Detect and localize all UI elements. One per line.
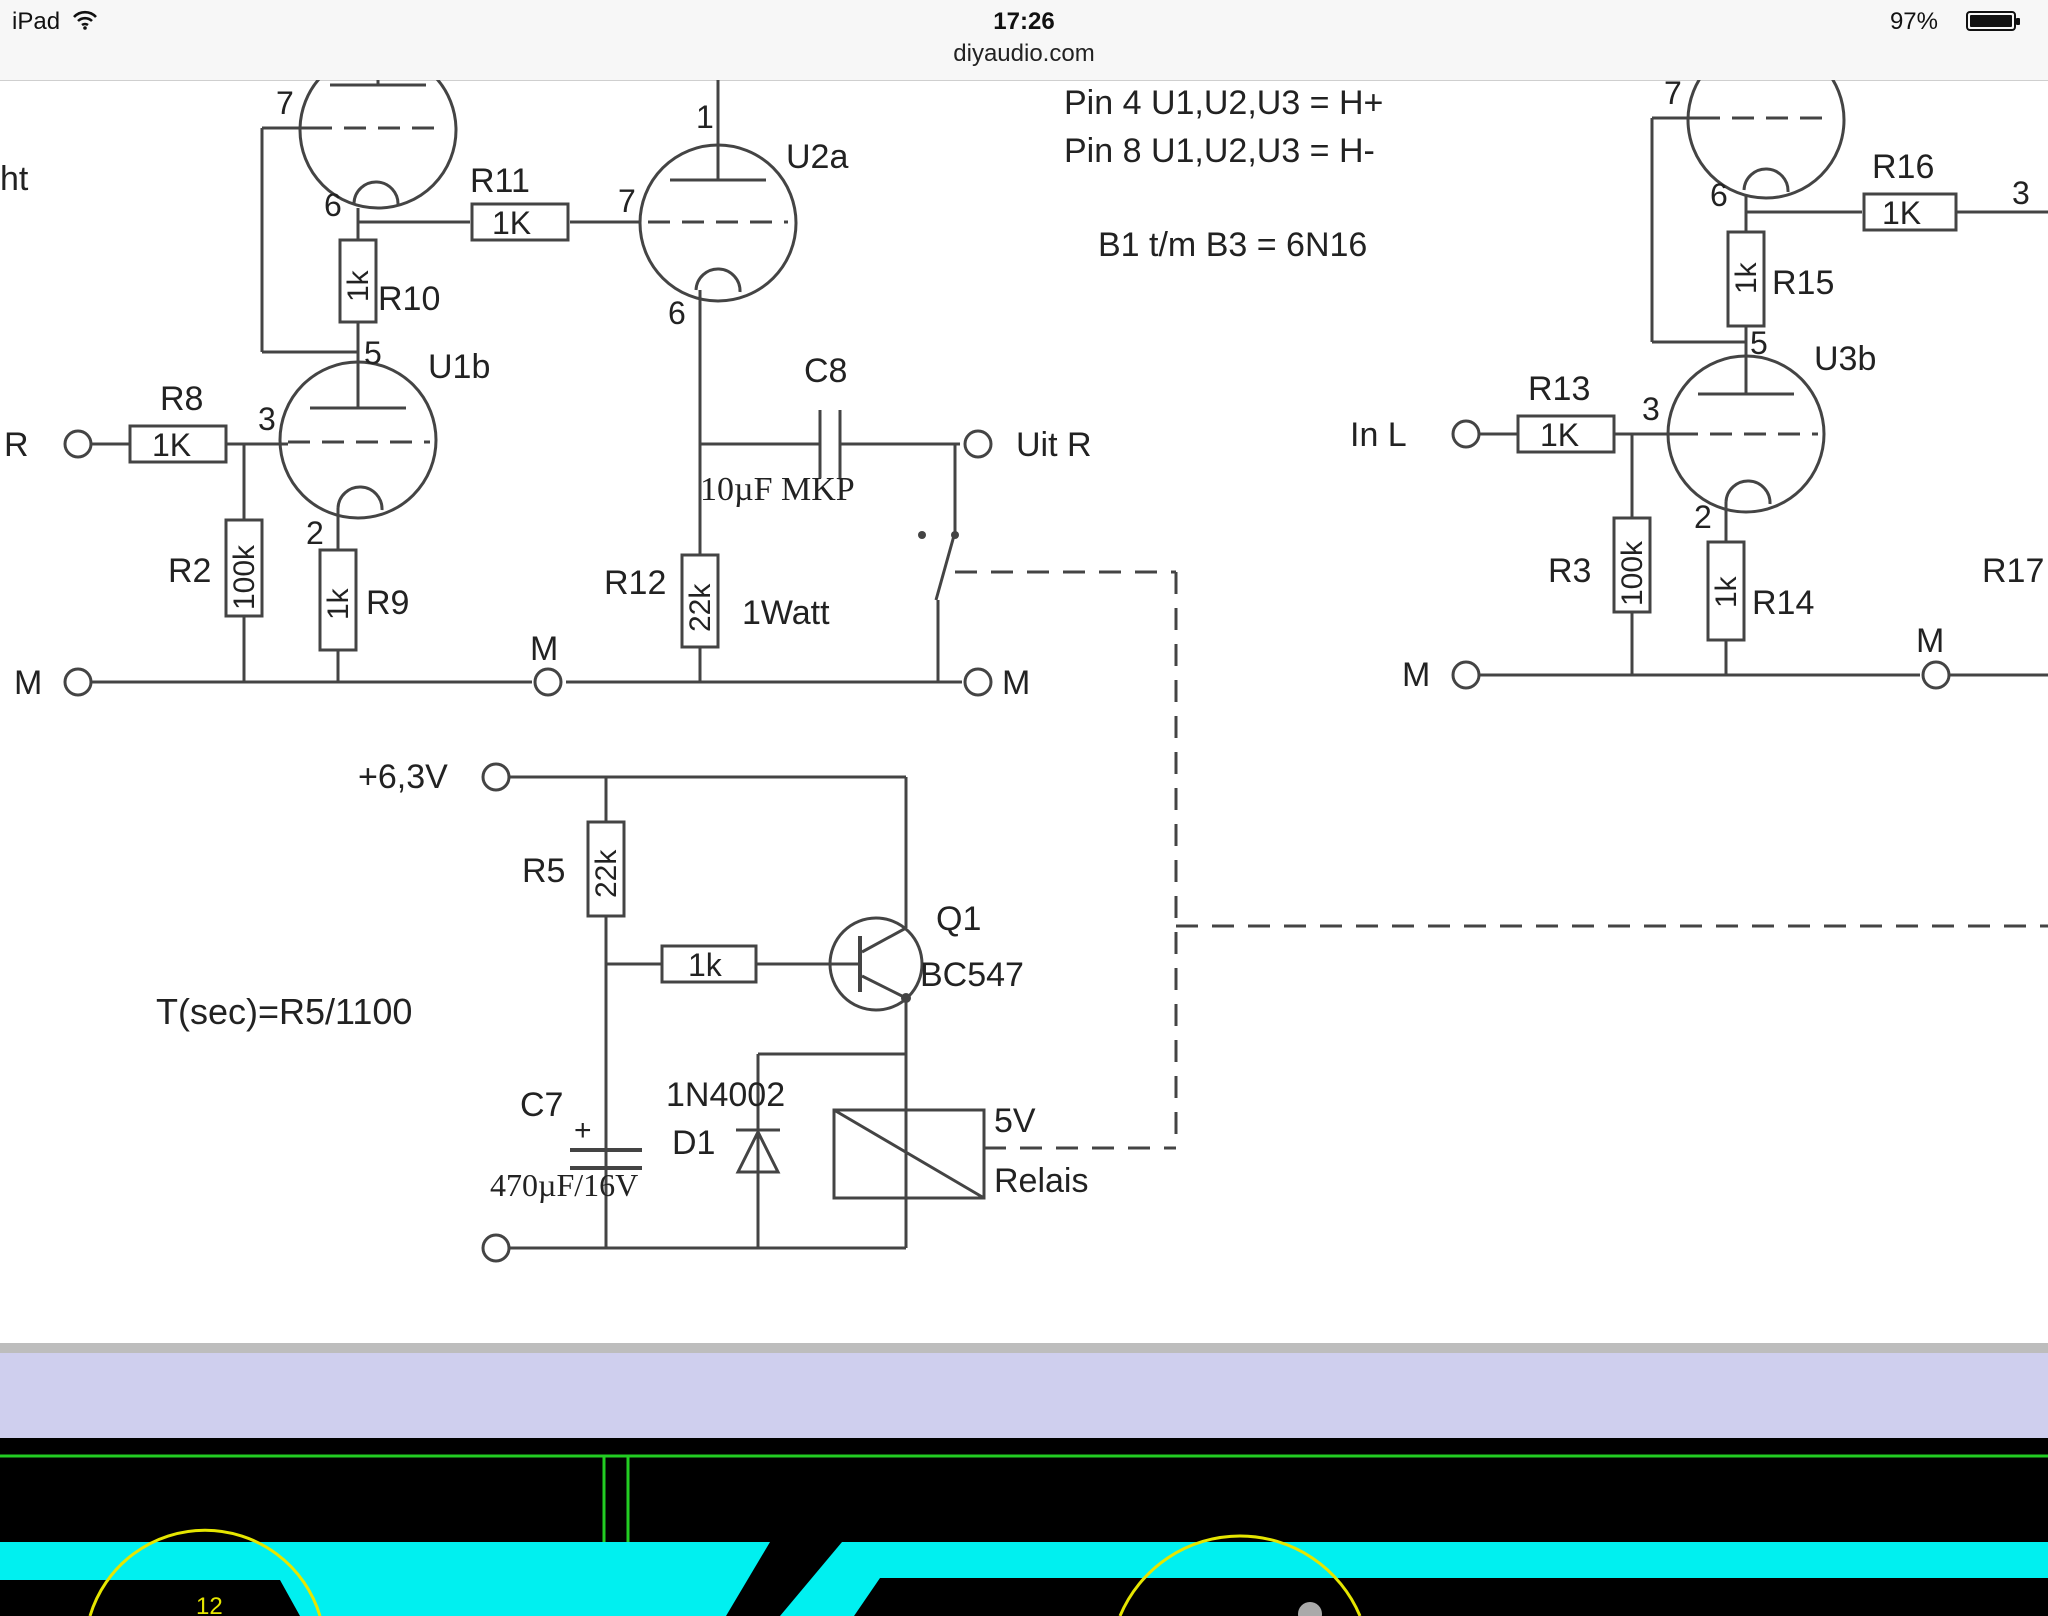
resistor-name: R2 — [168, 552, 211, 590]
resistor-value: 1k — [1730, 261, 1763, 294]
resistor-value: 1K — [492, 205, 531, 241]
battery-percentage: 97% — [1889, 8, 1938, 35]
q1-label: Q1 — [936, 900, 981, 938]
resistor-name: R3 — [1548, 552, 1591, 590]
output-r-label: Uit R — [1016, 426, 1092, 464]
ground-label: M — [1916, 622, 1944, 660]
pin-number: 7 — [276, 85, 294, 121]
resistor-name: R8 — [160, 380, 203, 418]
resistor-name: R10 — [378, 280, 440, 318]
resistor-name: R14 — [1752, 584, 1814, 622]
resistor-value: 1K — [1540, 417, 1579, 453]
note-pin8: Pin 8 U1,U2,U3 = H- — [1064, 132, 1375, 170]
pin-number: 3 — [258, 401, 276, 437]
ground-label: M — [14, 664, 42, 702]
resistor-value: 1k — [1710, 575, 1743, 608]
resistor-name: R5 — [522, 852, 565, 890]
status-clock: 17:26 — [993, 8, 1055, 35]
resistor-value: 1K — [152, 427, 191, 463]
note-pin4: Pin 4 U1,U2,U3 = H+ — [1064, 84, 1383, 122]
ground-label: M — [1002, 664, 1030, 702]
c7-label: C7 — [520, 1086, 563, 1124]
supply-label: +6,3V — [358, 758, 448, 796]
timer-formula: T(sec)=R5/1100 — [156, 991, 412, 1032]
pin-number: 6 — [668, 295, 686, 331]
resistor-value: 100k — [228, 544, 261, 610]
pcb-silk-label: 12 — [196, 1593, 223, 1616]
c8-value: 10µF MKP — [700, 471, 855, 508]
c8-label: C8 — [804, 352, 847, 390]
tube-label-u3b: U3b — [1814, 340, 1876, 378]
resistor-value: 1k — [322, 587, 355, 620]
resistor-name: R9 — [366, 584, 409, 622]
input-l-label: In L — [1350, 416, 1407, 454]
web-content[interactable]: Pin 4 U1,U2,U3 = H+ Pin 8 U1,U2,U3 = H- … — [0, 80, 2048, 1616]
resistor-name: R13 — [1528, 370, 1590, 408]
image-gap — [0, 1353, 2048, 1438]
battery-icon — [1966, 10, 2022, 37]
pin-number: 3 — [1642, 391, 1660, 427]
pin-number: 7 — [1664, 80, 1682, 111]
pin-number: 3 — [2012, 175, 2030, 211]
ground-label: M — [530, 630, 558, 668]
resistor-value: 100k — [1616, 540, 1649, 606]
pin-number: 6 — [324, 187, 342, 223]
resistor-name: R15 — [1772, 264, 1834, 302]
resistor-value: 1k — [342, 269, 375, 302]
schematic-diagram: Pin 4 U1,U2,U3 = H+ Pin 8 U1,U2,U3 = H- … — [0, 80, 2048, 1263]
note-tube-type: B1 t/m B3 = 6N16 — [1098, 226, 1367, 264]
resistor-name: R12 — [604, 564, 666, 602]
resistor-name: R11 — [470, 162, 530, 200]
relay-label: Relais — [994, 1162, 1088, 1200]
r12-rating: 1Watt — [742, 594, 830, 632]
clipped-edge-text: ht — [0, 160, 29, 198]
q1-type: BC547 — [920, 956, 1024, 994]
wifi-icon — [72, 10, 98, 35]
ios-status-bar: iPad 17:26 97% diyaudio.com — [0, 0, 2048, 81]
resistor-name: R17 — [1982, 552, 2044, 590]
d1-type: 1N4002 — [666, 1076, 785, 1114]
relay-voltage: 5V — [994, 1102, 1036, 1140]
input-r-label: R — [4, 426, 29, 464]
c7-value: 470µF/16V — [490, 1167, 638, 1203]
pin-number: 1 — [696, 99, 714, 135]
tube-label-u2a: U2a — [786, 138, 848, 176]
pin-number: 5 — [1750, 325, 1768, 361]
resistor-value: 22k — [684, 583, 717, 632]
resistor-value: 22k — [590, 849, 623, 898]
base-resistor-value: 1k — [688, 947, 723, 983]
resistor-name: R16 — [1872, 148, 1934, 186]
ground-label: M — [1402, 656, 1430, 694]
pin-number: 2 — [306, 515, 324, 551]
c7-polarity: + — [574, 1114, 592, 1147]
pin-number: 6 — [1710, 177, 1728, 213]
pin-number: 2 — [1694, 499, 1712, 535]
resistor-value: 1K — [1882, 195, 1921, 231]
pin-number: 5 — [364, 335, 382, 371]
device-name: iPad — [12, 8, 61, 35]
tube-label-u1b: U1b — [428, 348, 490, 386]
page-url[interactable]: diyaudio.com — [953, 40, 1095, 67]
d1-label: D1 — [672, 1124, 715, 1162]
pcb-layout-image: 12 — [0, 1438, 2048, 1616]
pin-number: 7 — [618, 183, 636, 219]
image-divider — [0, 1343, 2048, 1353]
